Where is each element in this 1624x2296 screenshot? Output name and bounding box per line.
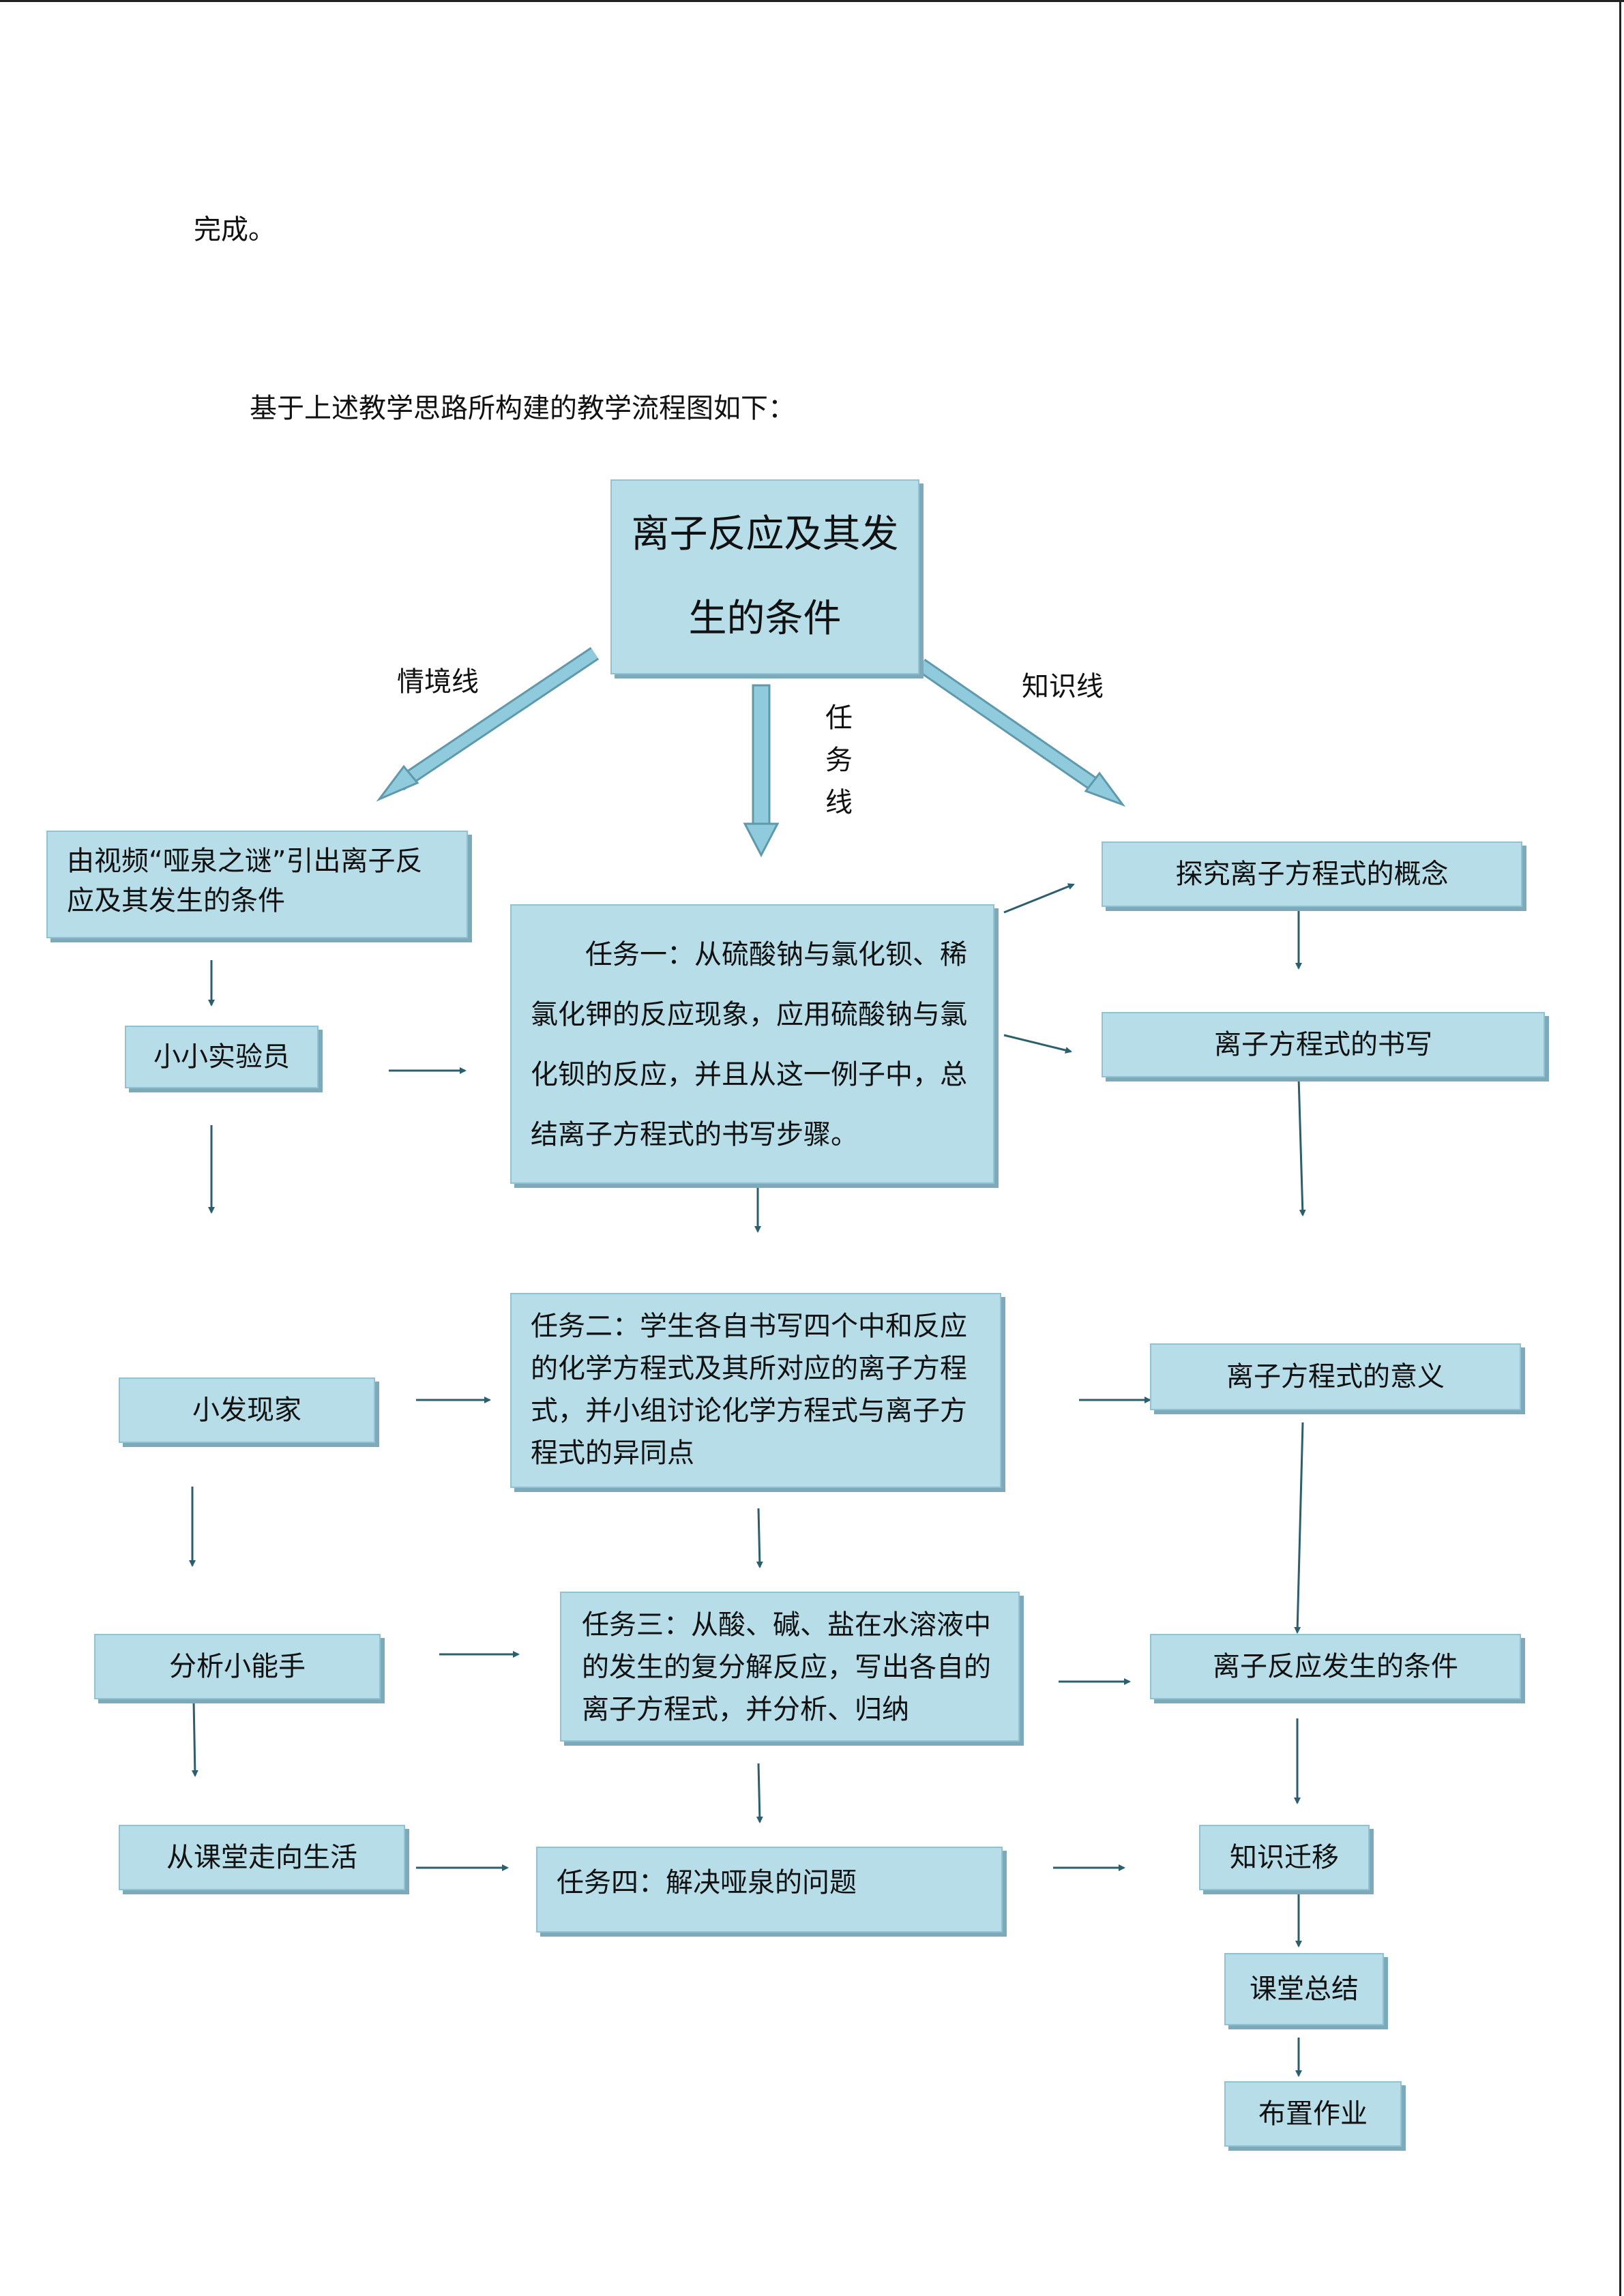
page-border-top	[0, 0, 1624, 2]
arrow-t1-k2	[1003, 1034, 1072, 1054]
diagram-title: 离子反应及其发生的条件	[610, 479, 919, 674]
task-three: 任务三：从酸、碱、盐在水溶液中的发生的复分解反应，写出各自的离子方程式，并分析、…	[560, 1592, 1020, 1742]
scenario-step-analyst: 分析小能手	[94, 1634, 381, 1699]
task-line-label: 任 务 线	[825, 702, 853, 818]
scenario-line-label: 情境线	[397, 666, 479, 698]
block-arrow-scenario	[376, 646, 600, 802]
block-arrow-knowledge	[916, 658, 1126, 807]
knowledge-line-label: 知识线	[1022, 671, 1104, 702]
arrow-t2-t3	[756, 1508, 763, 1568]
knowledge-summary: 课堂总结	[1224, 1953, 1384, 2025]
knowledge-writing: 离子方程式的书写	[1102, 1012, 1545, 1077]
line-above: 完成。	[194, 214, 276, 245]
arrow-k3-k4	[1294, 1422, 1304, 1634]
knowledge-conditions: 离子反应发生的条件	[1150, 1634, 1521, 1699]
intro-text: 基于上述教学思路所构建的教学流程图如下：	[250, 393, 795, 424]
arrow-k2-down	[1297, 1077, 1306, 1217]
arrow-t1-k1	[1003, 883, 1075, 914]
knowledge-meaning: 离子方程式的意义	[1150, 1343, 1521, 1410]
arrow-s4-s5	[191, 1700, 198, 1777]
scenario-step-experimenter: 小小实验员	[125, 1026, 319, 1088]
block-arrow-task	[743, 684, 780, 858]
arrow-t3-t4	[756, 1763, 763, 1823]
task-two: 任务二：学生各自书写四个中和反应的化学方程式及其所对应的离子方程式，并小组讨论化…	[510, 1293, 1001, 1488]
scenario-step-discoverer: 小发现家	[119, 1377, 375, 1443]
knowledge-transfer: 知识迁移	[1199, 1825, 1370, 1890]
page-border-right	[1619, 0, 1621, 2296]
knowledge-concept: 探究离子方程式的概念	[1102, 841, 1522, 907]
knowledge-homework: 布置作业	[1224, 2081, 1402, 2147]
task-four: 任务四：解决哑泉的问题	[536, 1847, 1003, 1933]
scenario-step-video: 由视频“哑泉之谜”引出离子反应及其发生的条件	[46, 831, 468, 938]
scenario-step-life: 从课堂走向生活	[119, 1825, 405, 1890]
task-one: 任务一：从硫酸钠与氯化钡、稀氯化钾的反应现象，应用硫酸钠与氯化钡的反应，并且从这…	[510, 904, 994, 1184]
